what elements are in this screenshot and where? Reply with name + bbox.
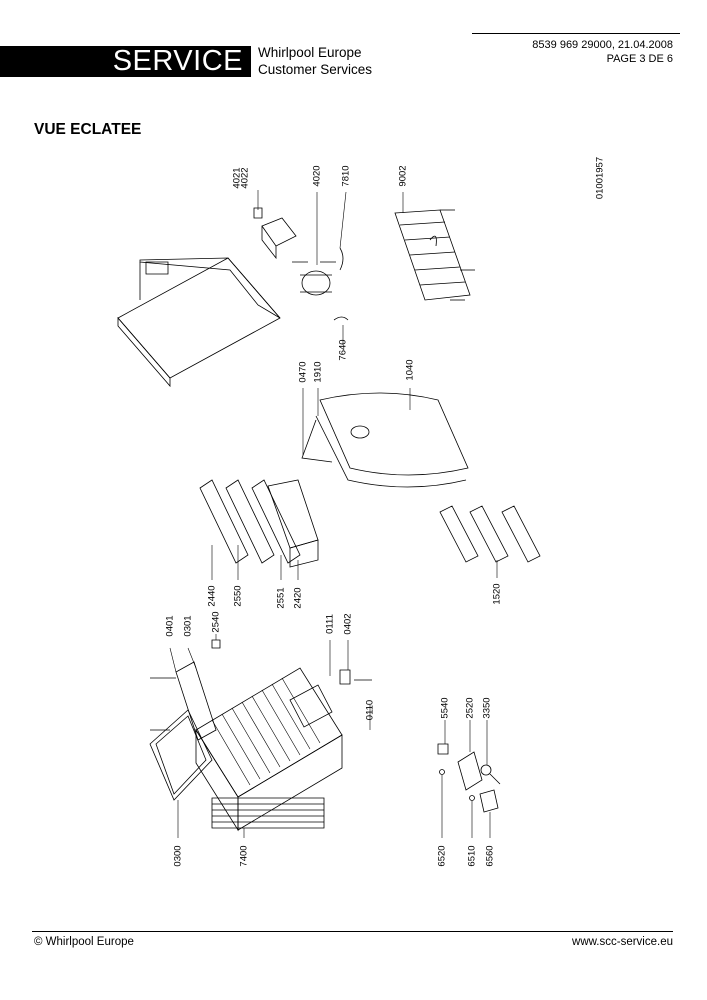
part-6510-label: 6510 — [466, 845, 478, 867]
part-0111-label: 0111 — [324, 614, 336, 634]
part-2550-label: 2550 — [232, 585, 244, 607]
part-7640-label: 7640 — [337, 339, 349, 361]
footer-rule — [32, 931, 673, 932]
bottom-condenser-part — [212, 798, 324, 828]
footer-copyright: © Whirlpool Europe — [34, 936, 134, 948]
hinge-parts — [150, 640, 372, 740]
service-logo: SERVICE — [0, 46, 251, 77]
part-6560-label: 6560 — [484, 845, 496, 867]
leader-lines — [170, 190, 497, 838]
door-balconies-part — [440, 506, 540, 562]
document-reference: 8539 969 29000, 21.04.2008 PAGE 3 DE 6 — [532, 38, 673, 66]
shelves-part — [200, 480, 318, 567]
company-department: Customer Services — [258, 62, 373, 77]
part-0470-label: 0470 — [297, 361, 309, 383]
part-4022-label: 4022 — [239, 167, 251, 189]
door-part — [302, 393, 468, 487]
thermostat-parts — [438, 744, 500, 812]
part-0402-label: 0402 — [342, 613, 354, 635]
footer-website-link[interactable]: www.scc-service.eu — [572, 936, 673, 948]
drawing-number: 01001957 — [594, 156, 606, 200]
part-4020-label: 4020 — [311, 165, 323, 187]
part-9002-label: 9002 — [397, 165, 409, 187]
company-name: Whirlpool Europe — [258, 45, 362, 60]
part-6520-label: 6520 — [436, 845, 448, 867]
part-1040-label: 1040 — [404, 359, 416, 381]
part-7400-label: 7400 — [238, 845, 250, 867]
part-1910-label: 1910 — [312, 361, 324, 383]
part-1520-label: 1520 — [491, 583, 503, 605]
part-0401-label: 0401 — [164, 615, 176, 637]
part-2551-label: 2551 — [275, 587, 287, 609]
part-2520-label: 2520 — [464, 697, 476, 719]
part-0300-label: 0300 — [172, 845, 184, 867]
page-title: VUE ECLATEE — [34, 121, 142, 138]
part-3350-label: 3350 — [481, 697, 493, 719]
worktop-part — [118, 258, 280, 386]
page-number: PAGE 3 DE 6 — [606, 53, 673, 65]
part-2440-label: 2440 — [206, 585, 218, 607]
part-0110-label: 0110 — [364, 699, 376, 721]
condenser-part — [395, 210, 475, 300]
part-2540-label: 2540 — [210, 611, 222, 633]
compressor-part — [254, 208, 348, 320]
part-5540-label: 5540 — [439, 697, 451, 719]
company-block: Whirlpool Europe Customer Services — [258, 44, 372, 78]
part-2420-label: 2420 — [292, 587, 304, 609]
header-rule — [472, 33, 680, 34]
bottom-cover-part — [150, 710, 212, 800]
document-number-date: 8539 969 29000, 21.04.2008 — [532, 39, 673, 51]
part-0301-label: 0301 — [182, 615, 194, 637]
part-7810-label: 7810 — [340, 165, 352, 187]
cabinet-part — [196, 668, 342, 830]
